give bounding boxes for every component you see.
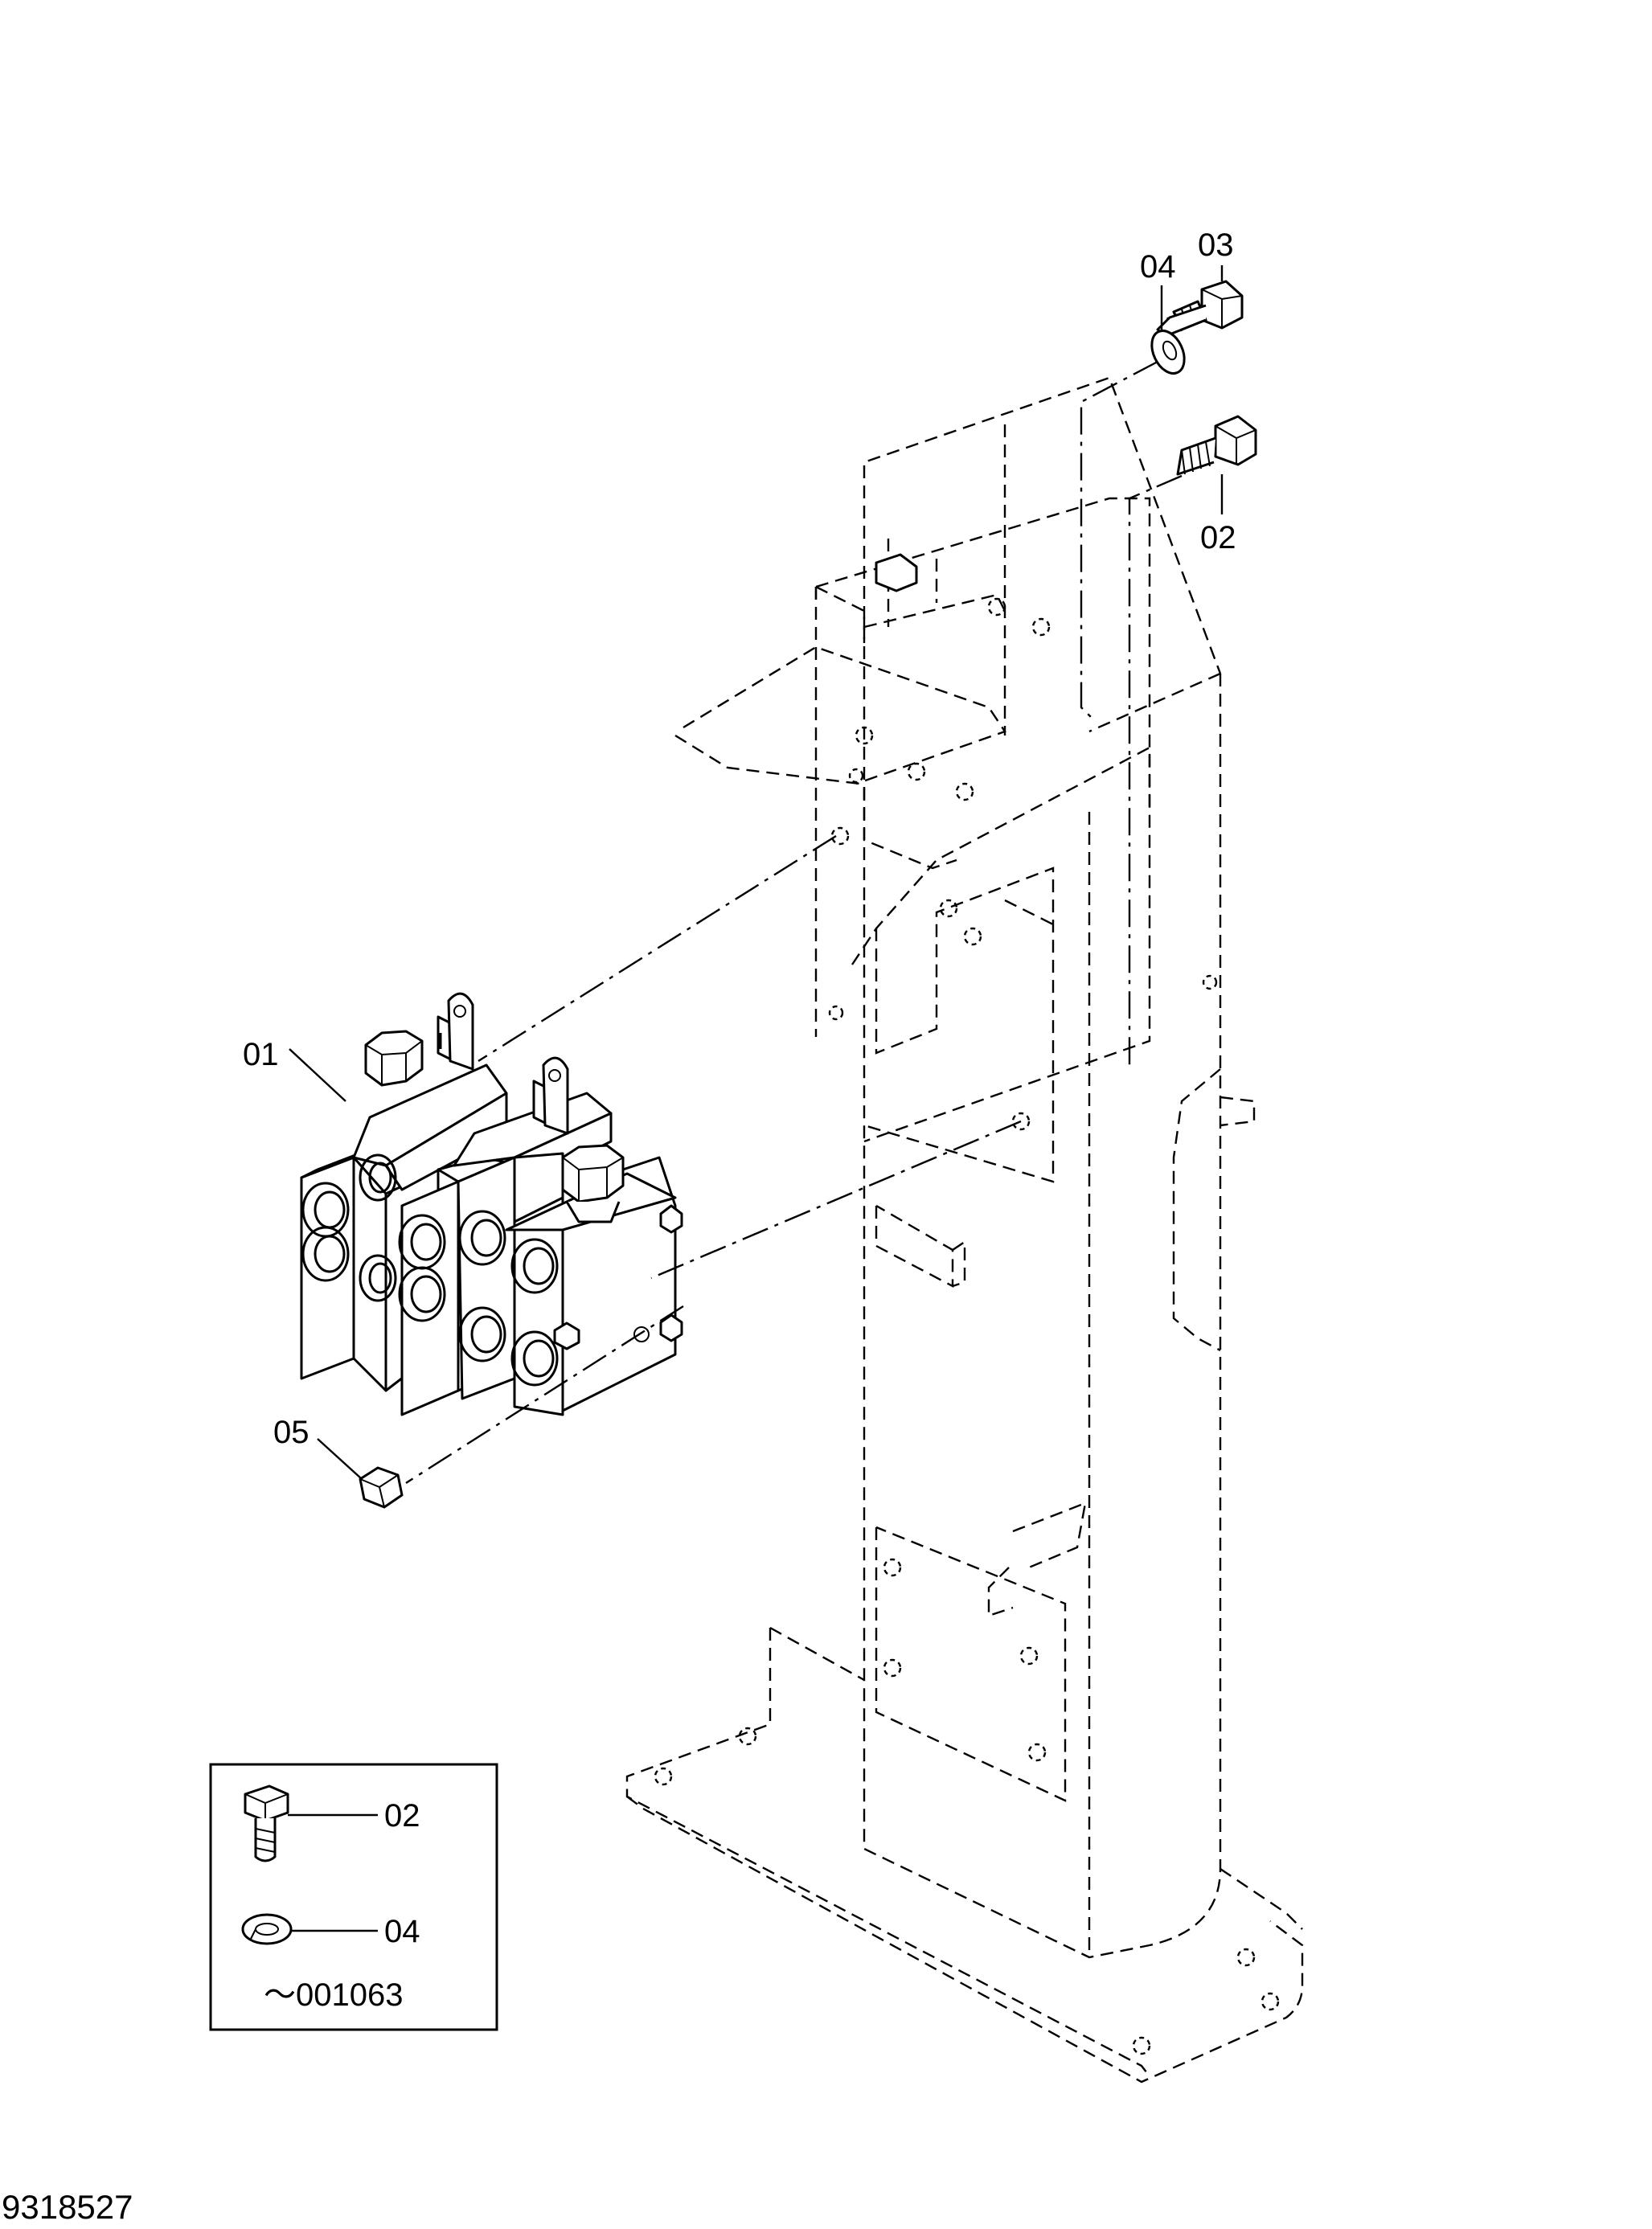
washer-04-icon (1150, 330, 1186, 375)
control-valve-assembly (300, 992, 683, 1416)
variant-inset: 02 04 ～001063 (209, 1763, 498, 2031)
callout-02: 02 (1200, 520, 1236, 555)
callout-05: 05 (273, 1415, 309, 1450)
callouts: 04 03 02 01 05 (243, 227, 1236, 1480)
mounting-frame (625, 376, 1304, 2084)
bolt-02-icon (1176, 415, 1257, 476)
inset-serial-note: ～001063 (264, 1977, 403, 2013)
inset-lock-washer-icon (241, 1913, 293, 1945)
inset-bolt-icon (244, 1784, 289, 1862)
inset-label-04: 04 (384, 1914, 420, 1949)
assembly-lines (405, 360, 1183, 1485)
callout-01: 01 (243, 1037, 279, 1072)
callout-04: 04 (1140, 249, 1176, 285)
sheet-number: 9318527 (2, 2188, 133, 2226)
inset-label-02: 02 (384, 1798, 420, 1834)
nut-05-icon (359, 1466, 404, 1509)
bolt-03-icon (1156, 280, 1244, 338)
callout-03: 03 (1198, 227, 1234, 263)
